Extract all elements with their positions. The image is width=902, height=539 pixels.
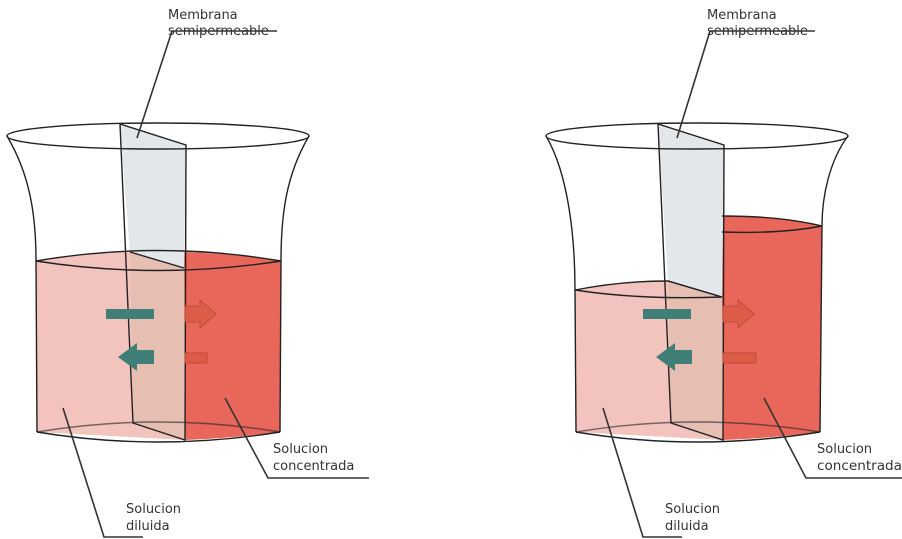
membrane-label-left-1: Membrana [168,8,238,23]
membrane-label-right-1: Membrana [707,8,777,23]
membrane-submerged-left [130,252,185,440]
concentrated-label-right-1: Solucion [817,442,872,457]
solute-flow-arrow [185,353,207,363]
dilute-label-right-1: Solucion [665,502,720,517]
membrane-right [658,124,724,297]
concentrated-label-left-2: concentrada [273,459,354,474]
dilute-label-left-1: Solucion [126,502,181,517]
solute-flow-arrow [723,353,756,363]
membrane-label-left-2: semipermeable [168,24,269,39]
water-flow-arrow [643,309,691,319]
concentrated-label-left-1: Solucion [273,442,328,457]
dilute-label-right-2: diluida [665,519,709,534]
water-flow-arrow [106,309,154,319]
concentrated-label-right-2: concentrada [817,459,902,474]
membrane-label-right-2: semipermeable [707,24,808,39]
dilute-label-left-2: diluida [126,519,170,534]
concentrated-solution-right [722,216,822,440]
membrane-left [120,124,186,268]
